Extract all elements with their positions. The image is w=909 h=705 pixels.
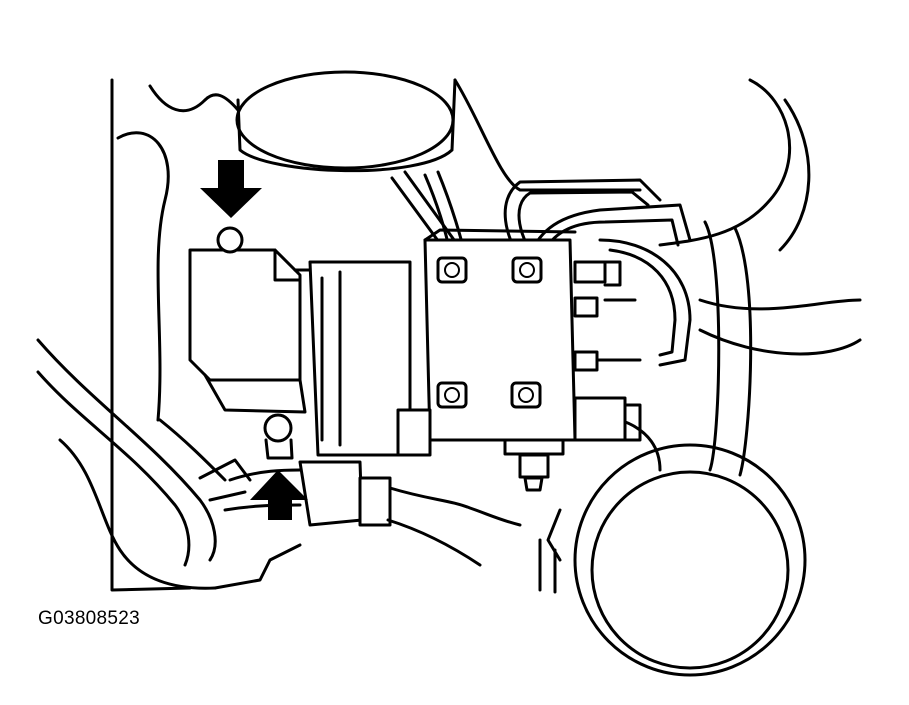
mounting-bolts xyxy=(216,226,294,460)
air-intake-duct xyxy=(235,70,642,192)
down-arrow-icon xyxy=(200,160,262,218)
frame-rails xyxy=(36,338,302,590)
abs-control-module xyxy=(188,248,312,414)
harness-connector xyxy=(198,458,522,567)
right-hose xyxy=(658,78,862,477)
brake-line-fittings xyxy=(436,256,543,409)
lower-round-hose xyxy=(538,443,807,677)
abs-hydraulic-unit xyxy=(308,228,642,492)
left-body-panel xyxy=(110,78,240,592)
lower-bolt xyxy=(263,413,293,443)
upper-bolt xyxy=(216,226,244,254)
figure-id-label: G03808523 xyxy=(38,608,141,629)
up-arrow-icon xyxy=(250,470,308,520)
